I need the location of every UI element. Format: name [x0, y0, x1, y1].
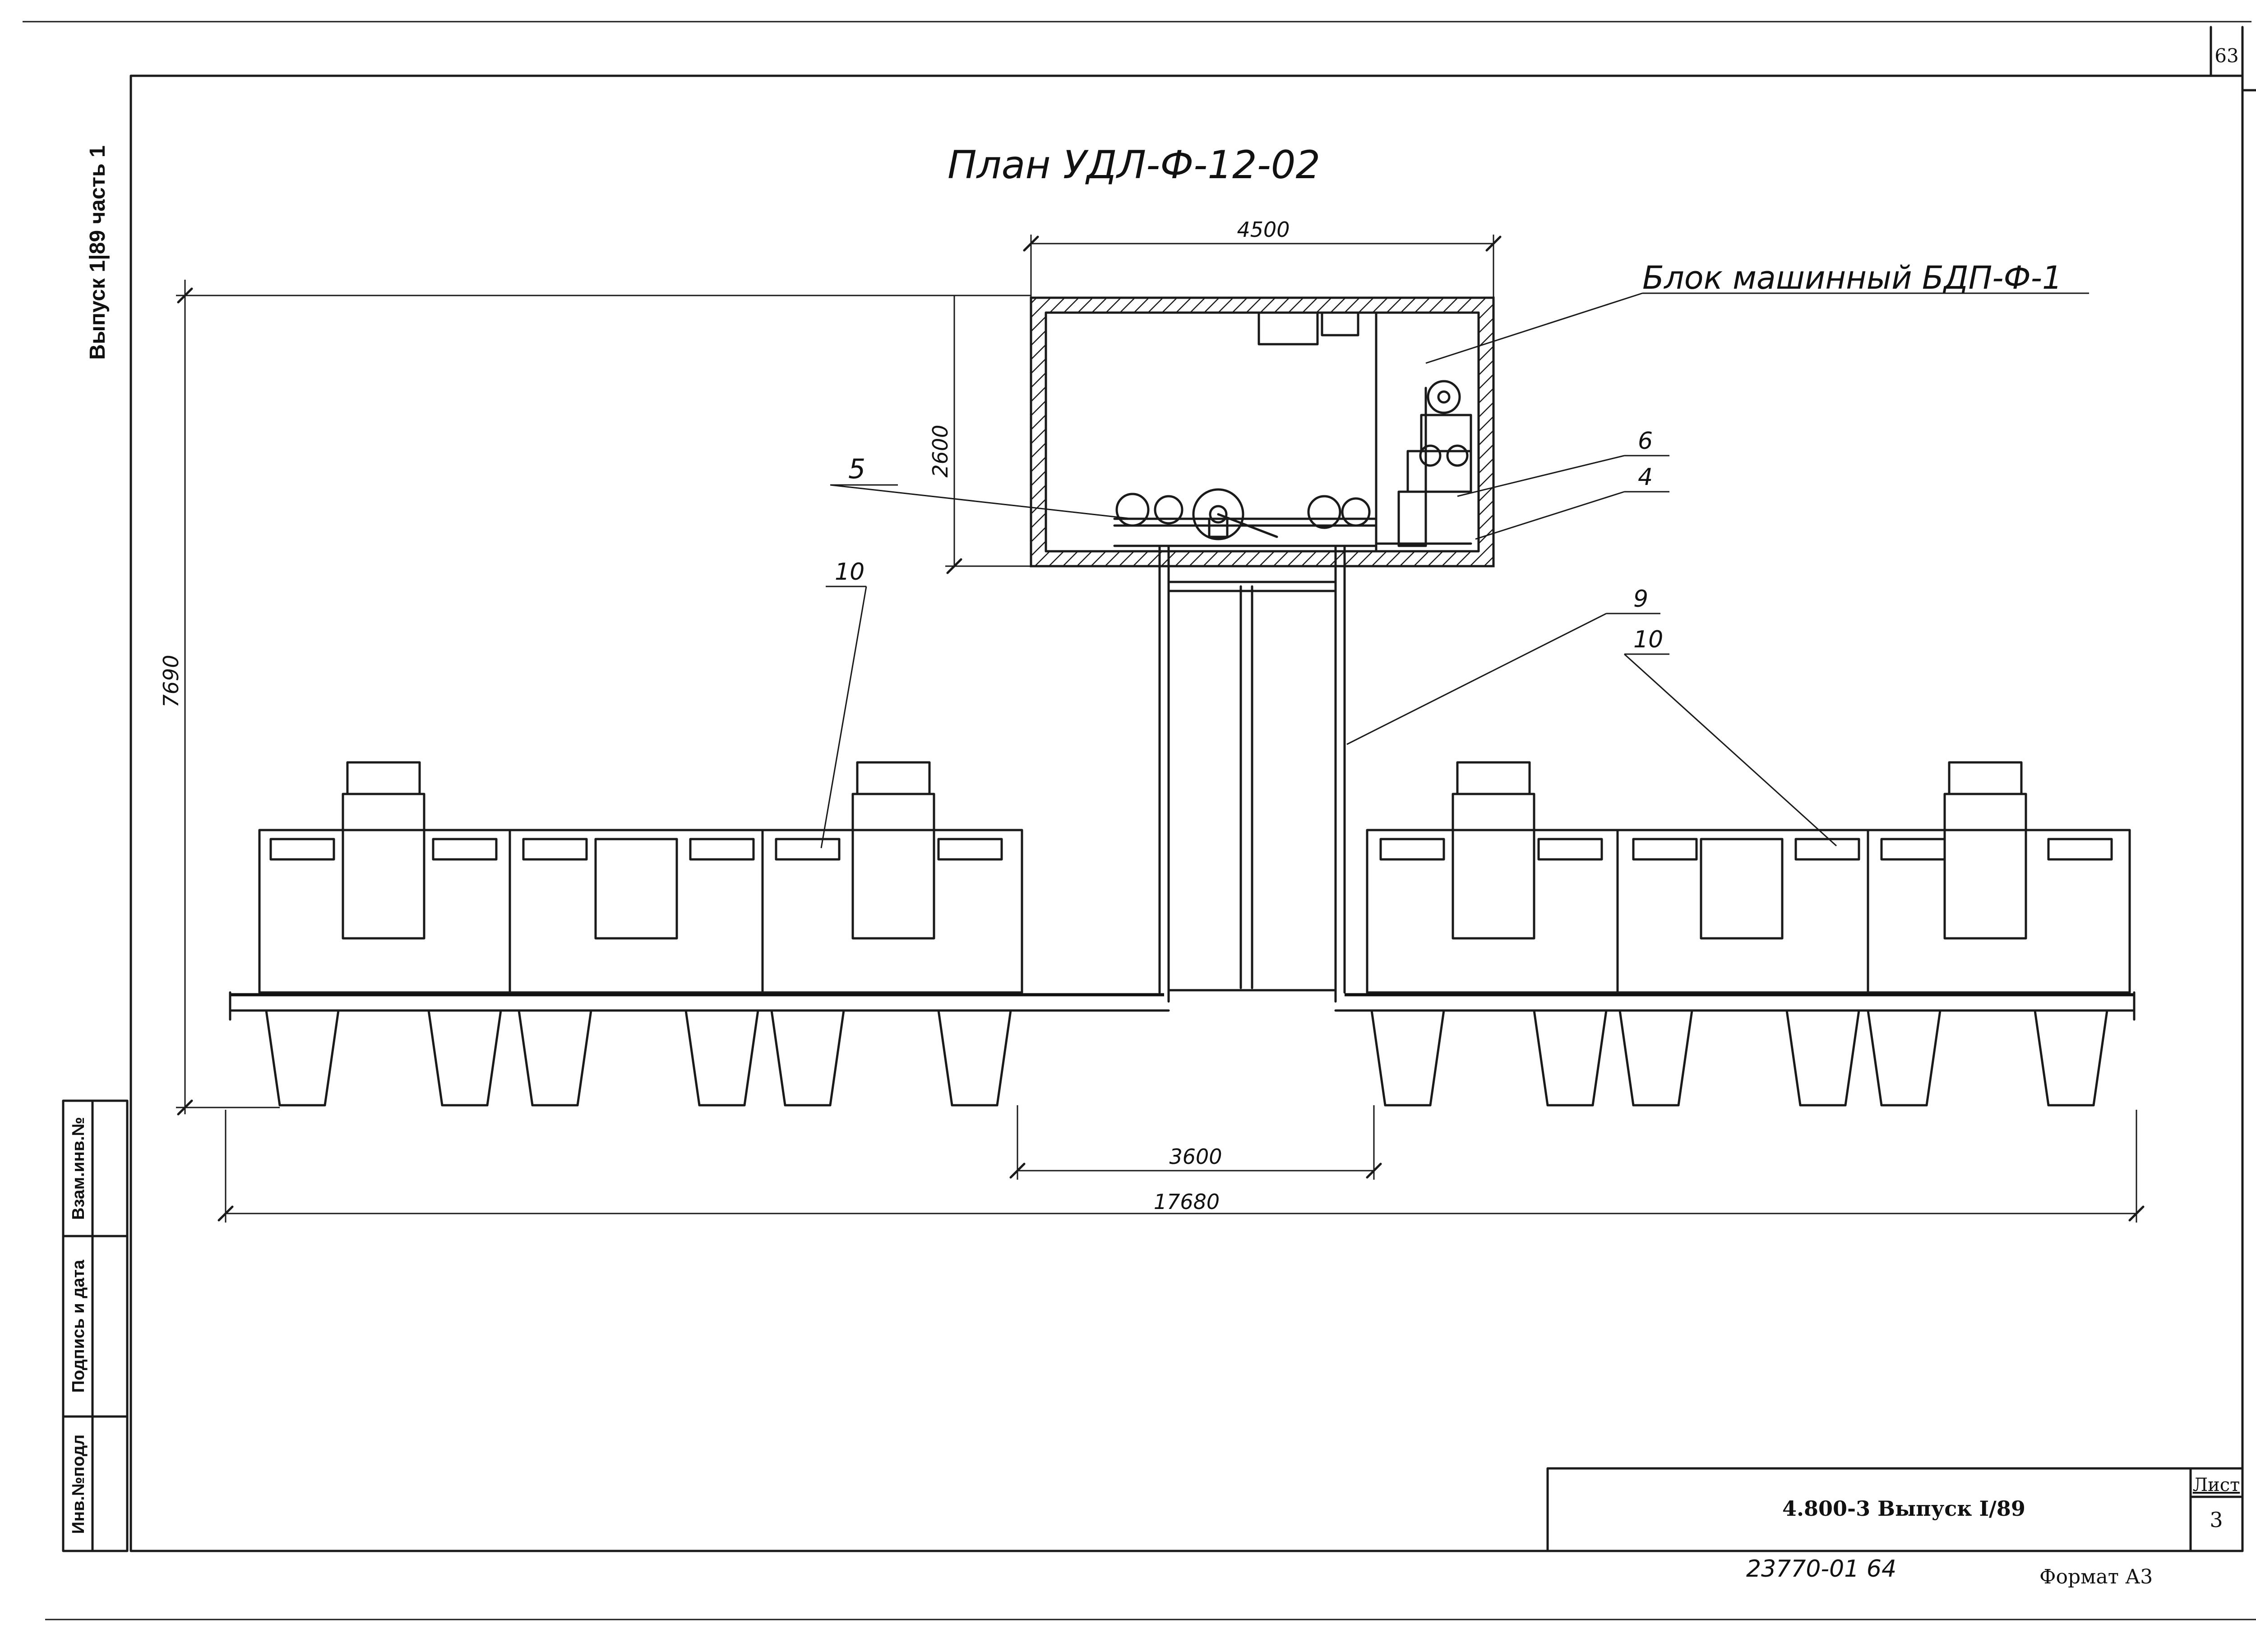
- callout-10-right-label: 10: [1633, 626, 1663, 653]
- drawing-frame: [129, 74, 2244, 1552]
- dim-block-depth-label: 2600: [928, 425, 952, 477]
- dim-gap-width: [1009, 1105, 1382, 1180]
- left-binding-stamp: Взам.инв.№ Подпись и дата Инв.№подл: [62, 1099, 129, 1552]
- callout-6-label: 6: [1638, 428, 1653, 455]
- inv-no-label: Инв.№подл: [69, 1435, 88, 1534]
- dim-total-width: [217, 1110, 2145, 1223]
- format-label: Формат А3: [2039, 1565, 2153, 1588]
- dim-block-width: [1023, 235, 1502, 298]
- stall-group-left: [229, 761, 1170, 1107]
- connecting-pipes: [1158, 545, 1346, 1003]
- replace-inv-label: Взам.инв.№: [69, 1117, 88, 1220]
- callout-9-label: 9: [1633, 586, 1648, 613]
- dim-block-width-label: 4500: [1237, 217, 1290, 242]
- callout-5: [830, 484, 1133, 520]
- plan-title: План УДЛ-Ф-12-02: [948, 143, 1320, 188]
- doc-code: 4.800-3 Выпуск I/89: [1782, 1496, 2025, 1521]
- callout-10-right: [1623, 653, 1837, 847]
- sheet-number: 3: [2210, 1508, 2223, 1532]
- dim-total-width-label: 17680: [1154, 1190, 1220, 1214]
- callout-10-left-label: 10: [835, 558, 864, 586]
- block-label-leader: [1425, 292, 1643, 364]
- callout-4: [1475, 491, 1669, 540]
- corner-page-number: 63: [2214, 45, 2238, 67]
- dim-total-depth-label: 7690: [159, 655, 183, 707]
- block-label: Блок машинный БДП-Ф-1: [1642, 259, 2062, 296]
- callout-10-left: [820, 586, 867, 849]
- sign-date-label: Подпись и дата: [69, 1260, 88, 1393]
- archive-number: 23770-01 64: [1746, 1555, 1896, 1583]
- sheet-label: Лист: [2193, 1475, 2240, 1495]
- side-series-label: Выпуск 1|89 часть 1: [86, 145, 110, 360]
- callout-6: [1457, 455, 1669, 497]
- dim-block-depth: [945, 295, 1031, 574]
- title-block: [1546, 1467, 2244, 1552]
- dim-gap-width-label: 3600: [1169, 1144, 1222, 1169]
- machine-block: [1030, 296, 1495, 568]
- callout-4-label: 4: [1638, 464, 1653, 491]
- stall-group-right: [1334, 761, 2136, 1107]
- callout-9: [1346, 613, 1660, 745]
- dim-total-depth: [176, 280, 1031, 1116]
- callout-5-label: 5: [848, 453, 865, 485]
